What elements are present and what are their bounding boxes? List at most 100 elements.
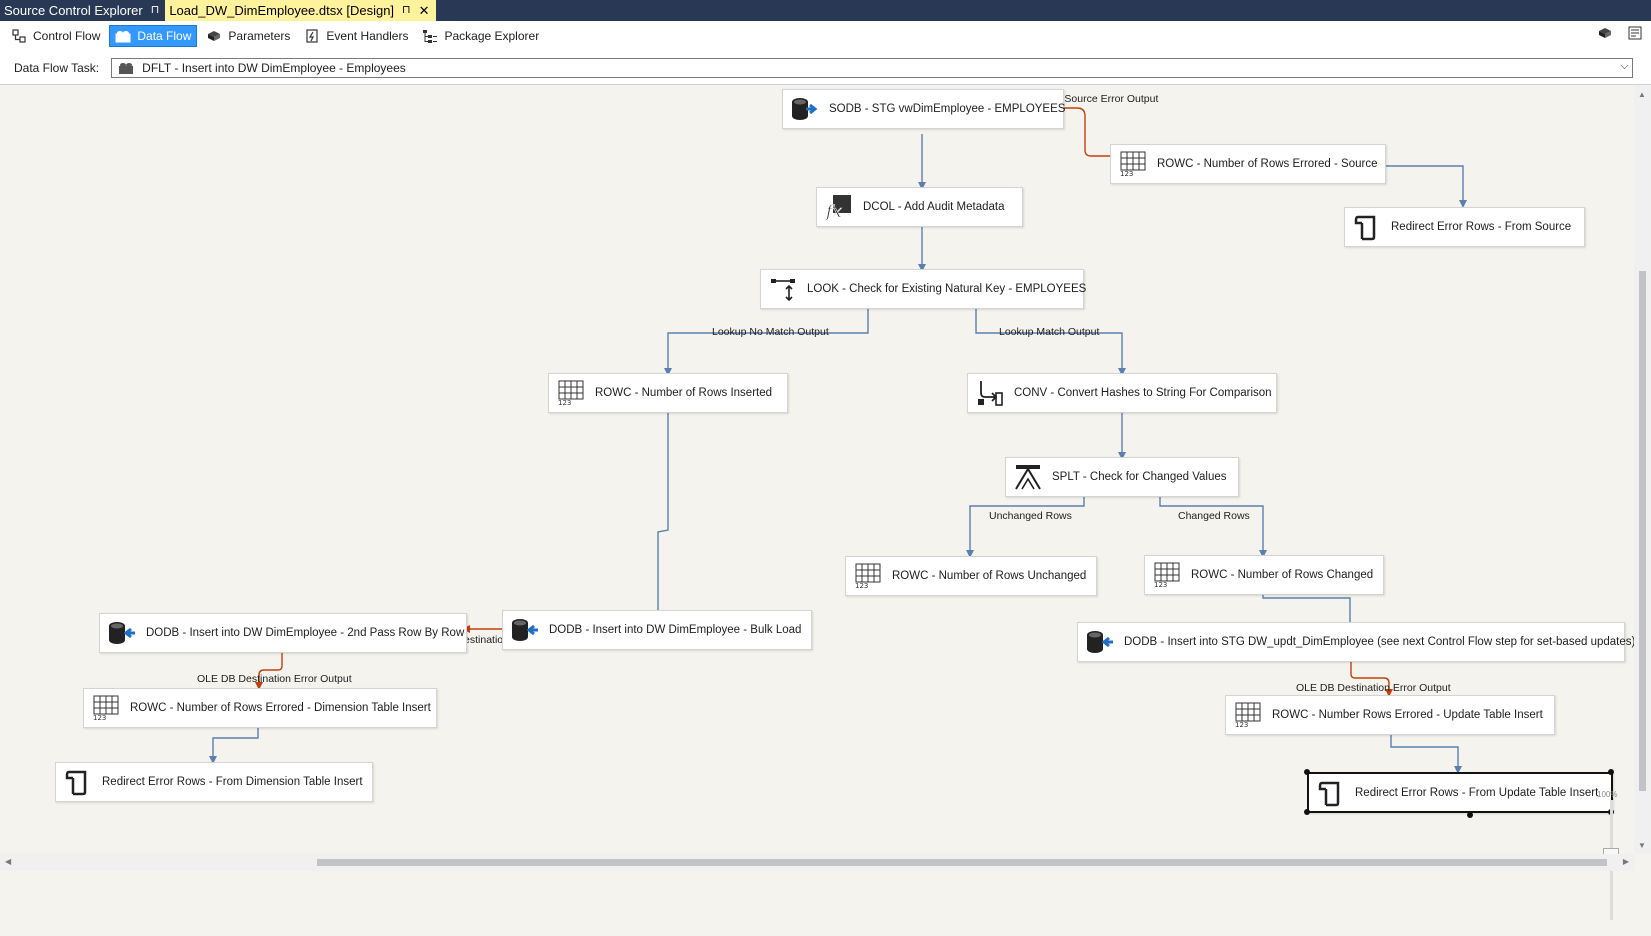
component-label: SPLT - Check for Changed Values — [1052, 471, 1227, 483]
tab-label: Package Explorer — [444, 29, 540, 43]
component-redirect-error-from-dimension[interactable]: Redirect Error Rows - From Dimension Tab… — [55, 762, 373, 802]
svg-text:123: 123 — [1120, 170, 1133, 177]
component-dodb-insert-stg-updt[interactable]: DODB - Insert into STG DW_updt_DimEmploy… — [1077, 622, 1635, 662]
path-src-error — [1064, 107, 1124, 160]
tab-label: Parameters — [228, 29, 291, 43]
row-count-icon: 123 — [90, 692, 122, 724]
component-sodb-stg-vwdimemployee[interactable]: SODB - STG vwDimEmployee - EMPLOYEES — [782, 89, 1065, 129]
horizontal-scroll-thumb[interactable] — [317, 859, 1607, 866]
vertical-scroll-thumb[interactable] — [1639, 271, 1646, 791]
tab-package-explorer[interactable]: Package Explorer — [417, 25, 544, 47]
svg-text:123: 123 — [93, 714, 106, 721]
data-flow-task-row: Data Flow Task: DFLT - Insert into DW Di… — [0, 51, 1651, 85]
component-label: ROWC - Number of Rows Errored - Dimensio… — [130, 702, 431, 714]
component-label: ROWC - Number Rows Errored - Update Tabl… — [1272, 709, 1543, 721]
component-label: Redirect Error Rows - From Update Table … — [1355, 786, 1599, 799]
path-rowc-upd-redir — [1390, 734, 1462, 774]
tab-event-handlers[interactable]: Event Handlers — [299, 25, 413, 47]
pin-icon[interactable]: ⊓ — [150, 4, 160, 16]
row-count-icon: 123 — [1232, 699, 1264, 731]
tab-parameters[interactable]: Parameters — [201, 25, 295, 47]
scroll-left-icon[interactable]: ◀ — [5, 857, 12, 866]
component-label: LOOK - Check for Existing Natural Key - … — [807, 283, 1087, 295]
component-rowc-errored-source[interactable]: 123 ROWC - Number of Rows Errored - Sour… — [1110, 144, 1386, 184]
conditional-split-icon — [1012, 461, 1044, 493]
tab-label: Source Control Explorer — [4, 3, 143, 18]
component-rowc-rows-inserted[interactable]: 123 ROWC - Number of Rows Inserted — [548, 373, 788, 413]
component-dcol-add-audit-metadata[interactable]: fx DCOL - Add Audit Metadata — [816, 187, 1023, 227]
component-label: ROWC - Number of Rows Inserted — [595, 387, 773, 399]
path-stg-error — [1350, 660, 1393, 697]
svg-text:123: 123 — [855, 582, 868, 589]
component-rowc-rows-unchanged[interactable]: 123 ROWC - Number of Rows Unchanged — [845, 556, 1097, 596]
scroll-up-icon[interactable]: ▲ — [1638, 90, 1646, 99]
data-flow-task-select[interactable]: DFLT - Insert into DW DimEmployee - Empl… — [111, 57, 1634, 78]
horizontal-scrollbar[interactable]: ◀ ▶ — [0, 854, 1634, 871]
selection-handle[interactable] — [1304, 809, 1310, 815]
row-count-icon: 123 — [1117, 148, 1149, 180]
tab-label: Control Flow — [33, 29, 101, 43]
event-handlers-icon — [306, 29, 319, 43]
svg-text:123: 123 — [558, 399, 571, 406]
lookup-icon — [767, 273, 799, 305]
component-label: DODB - Insert into STG DW_updt_DimEmploy… — [1124, 636, 1636, 648]
path-match — [975, 309, 1126, 376]
zoom-level: 100% — [1597, 790, 1618, 799]
designer-toolbar: Control Flow Data Flow Parameters Event … — [0, 21, 1651, 51]
component-redirect-error-from-update[interactable]: Redirect Error Rows - From Update Table … — [1307, 772, 1613, 813]
destination-script-icon — [1315, 777, 1347, 809]
component-label: ROWC - Number of Rows Changed — [1191, 569, 1374, 581]
component-rowc-errored-dimension[interactable]: 123 ROWC - Number of Rows Errored - Dime… — [83, 688, 437, 728]
tab-data-flow[interactable]: Data Flow — [109, 25, 198, 47]
component-label: ROWC - Number of Rows Unchanged — [892, 570, 1087, 582]
tab-source-control-explorer[interactable]: Source Control Explorer ⊓ — [0, 0, 165, 21]
component-label: DODB - Insert into DW DimEmployee - 2nd … — [146, 627, 465, 639]
ole-db-source-icon — [789, 93, 821, 125]
ole-db-destination-icon — [1084, 626, 1116, 658]
document-tab-strip: Source Control Explorer ⊓ Load_DW_DimEmp… — [0, 0, 1651, 21]
scroll-down-icon[interactable]: ▼ — [1638, 841, 1646, 850]
component-conv-convert-hashes[interactable]: CONV - Convert Hashes to String For Comp… — [967, 373, 1277, 413]
toolbox-icon[interactable] — [1627, 25, 1643, 44]
data-flow-icon — [115, 31, 131, 43]
tab-control-flow[interactable]: Control Flow — [6, 25, 105, 47]
package-explorer-icon — [423, 30, 438, 43]
component-label: Redirect Error Rows - From Source — [1391, 221, 1572, 233]
tab-label: Load_DW_DimEmployee.dtsx [Design] — [169, 3, 395, 18]
component-label: DODB - Insert into DW DimEmployee - Bulk… — [549, 624, 802, 636]
destination-script-icon — [62, 766, 94, 798]
tab-load-dw-dimemployee[interactable]: Load_DW_DimEmployee.dtsx [Design] ⊓ ✕ — [165, 0, 436, 21]
derived-column-icon: fx — [823, 191, 855, 223]
variables-icon[interactable] — [1597, 25, 1613, 44]
component-dodb-bulk-load[interactable]: DODB - Insert into DW DimEmployee - Bulk… — [502, 610, 812, 650]
path-no-match — [664, 309, 869, 376]
selection-handle[interactable] — [1304, 769, 1310, 775]
path-rowc-dim-redir — [209, 724, 259, 764]
parameters-icon — [208, 31, 221, 41]
component-rowc-errored-update[interactable]: 123 ROWC - Number Rows Errored - Update … — [1225, 695, 1555, 735]
path-rowc-ins-bulk — [654, 399, 669, 645]
row-count-icon: 123 — [1151, 559, 1183, 591]
svg-text:123: 123 — [1235, 721, 1248, 728]
component-splt-check-changed[interactable]: SPLT - Check for Changed Values — [1005, 457, 1239, 497]
component-rowc-rows-changed[interactable]: 123 ROWC - Number of Rows Changed — [1144, 555, 1384, 595]
selection-handle[interactable] — [1608, 769, 1614, 775]
component-dodb-2nd-pass[interactable]: DODB - Insert into DW DimEmployee - 2nd … — [99, 613, 467, 653]
component-label: CONV - Convert Hashes to String For Comp… — [1014, 387, 1272, 399]
data-flow-task-label: Data Flow Task: — [14, 60, 100, 75]
data-flow-design-surface[interactable]: OLE DB Source Error Output Lookup No Mat… — [0, 86, 1651, 920]
data-conversion-icon — [974, 377, 1006, 409]
close-icon[interactable]: ✕ — [418, 3, 430, 18]
component-look-existing-natural-key[interactable]: LOOK - Check for Existing Natural Key - … — [760, 269, 1087, 309]
path-rbr-error — [255, 652, 283, 690]
chevron-down-icon[interactable]: ⌵ — [1620, 60, 1629, 72]
toolbar-right-tools — [1597, 25, 1643, 44]
component-redirect-error-from-source[interactable]: Redirect Error Rows - From Source — [1344, 207, 1585, 247]
pin-icon[interactable]: ⊓ — [402, 4, 411, 16]
scroll-right-icon[interactable]: ▶ — [1622, 857, 1629, 866]
svg-text:fx: fx — [825, 202, 842, 221]
output-anchor-handle[interactable] — [1467, 812, 1473, 818]
destination-script-icon — [1351, 211, 1383, 243]
vertical-scrollbar[interactable]: ▲ ▼ — [1634, 86, 1651, 854]
data-flow-task-icon — [119, 62, 134, 74]
